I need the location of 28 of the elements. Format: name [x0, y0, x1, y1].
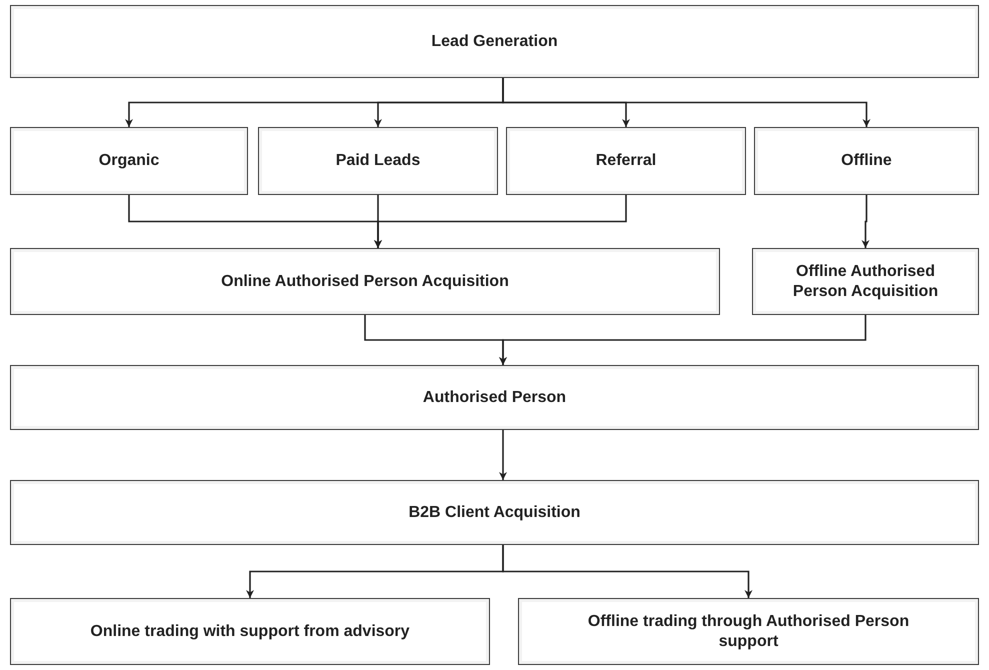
box-label: Paid Leads [336, 151, 420, 171]
process-box [10, 480, 979, 545]
box-label: Online Authorised Person Acquisition [221, 272, 509, 292]
box-label: B2B Client Acquisition [408, 502, 580, 522]
process-box [518, 598, 979, 665]
process-box [10, 127, 248, 195]
box-label: Online trading with support from advisory [90, 622, 410, 642]
arrow [499, 430, 507, 480]
process-box [752, 248, 979, 315]
arrow [862, 195, 870, 248]
box-label: Referral [596, 151, 656, 171]
process-box [506, 127, 746, 195]
box-label: Organic [98, 151, 160, 171]
process-box [10, 598, 490, 665]
process-box [754, 127, 979, 195]
box-label: Lead Generation [431, 32, 558, 52]
process-box [10, 5, 979, 78]
arrow [502, 78, 870, 127]
arrow [374, 195, 627, 248]
process-box [10, 365, 979, 430]
box-label: Offline [841, 151, 892, 171]
box-label: Offline trading through Authorised Person support [586, 612, 910, 652]
arrow [499, 315, 866, 365]
arrow [502, 545, 752, 598]
process-box [258, 127, 498, 195]
process-box [10, 248, 720, 315]
box-label: Offline Authorised Person Acquisition [792, 262, 940, 302]
box-label: Authorised Person [422, 388, 566, 408]
